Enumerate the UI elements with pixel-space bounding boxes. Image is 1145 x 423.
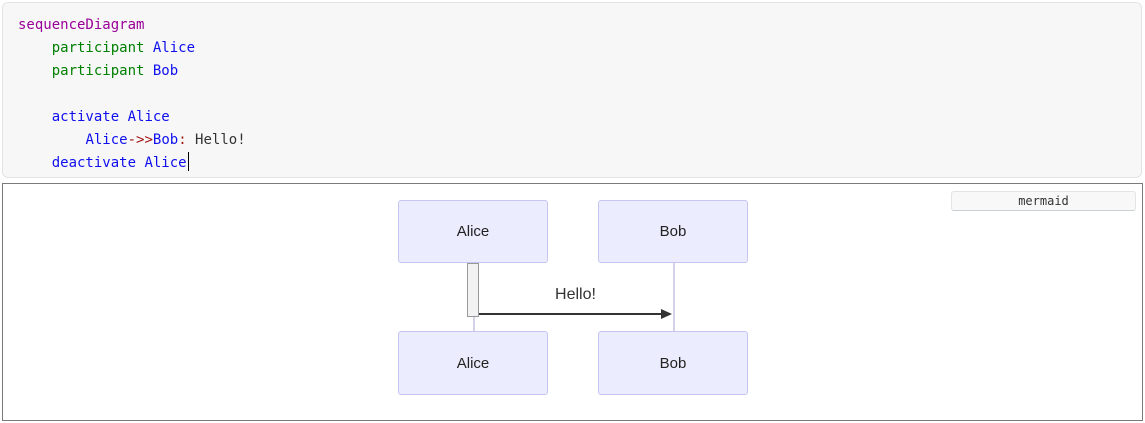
code-token-name: Alice: [127, 109, 170, 125]
actor-bob-bottom: Bob: [598, 331, 748, 395]
code-token-plain: [18, 132, 85, 148]
code-content[interactable]: sequenceDiagram participant Alice partic…: [3, 3, 1141, 186]
code-token-name: activate: [51, 109, 120, 125]
diagram-preview-panel: mermaid Alice Bob Alice Bob Hello!: [2, 183, 1143, 421]
text-cursor: [187, 152, 190, 171]
message-arrow-line: [479, 313, 663, 315]
code-token-text: Hello!: [186, 132, 246, 148]
code-token-name: Alice: [152, 40, 196, 56]
code-line: participant Alice: [18, 37, 1126, 60]
code-token-plain: [18, 63, 52, 79]
activation-bar: [467, 263, 479, 317]
actor-bob-top: Bob: [598, 200, 748, 263]
code-line: [18, 83, 1126, 106]
code-token-name: Alice: [144, 155, 187, 171]
mermaid-language-badge: mermaid: [951, 191, 1136, 211]
message-arrowhead-icon: [661, 308, 672, 319]
code-token-plain: [144, 63, 152, 79]
code-line: sequenceDiagram: [18, 14, 1126, 37]
code-token-operator: :: [178, 132, 187, 148]
code-line: activate Alice: [18, 106, 1126, 129]
code-token-name: deactivate: [51, 155, 137, 171]
code-editor-panel[interactable]: sequenceDiagram participant Alice partic…: [2, 2, 1142, 178]
actor-alice-top: Alice: [398, 200, 548, 263]
code-token-name: Alice: [85, 132, 128, 148]
code-token-keyword: sequenceDiagram: [18, 17, 145, 33]
code-token-operator: ->>: [127, 132, 153, 148]
code-token-decl: participant: [51, 63, 145, 79]
sequence-diagram: Alice Bob Alice Bob Hello!: [3, 184, 1142, 420]
code-token-name: Bob: [152, 63, 179, 79]
bob-lifeline: [673, 263, 675, 331]
code-token-plain: [18, 155, 52, 171]
code-token-plain: [119, 109, 127, 125]
code-token-plain: [18, 40, 52, 56]
actor-alice-bottom: Alice: [398, 331, 548, 395]
code-line: Alice->>Bob: Hello!: [18, 129, 1126, 152]
code-token-plain: [144, 40, 152, 56]
message-label: Hello!: [555, 286, 596, 303]
code-token-plain: [18, 109, 52, 125]
code-token-decl: participant: [51, 40, 145, 56]
code-line: deactivate Alice: [18, 152, 1126, 175]
code-line: participant Bob: [18, 60, 1126, 83]
code-token-name: Bob: [152, 132, 179, 148]
